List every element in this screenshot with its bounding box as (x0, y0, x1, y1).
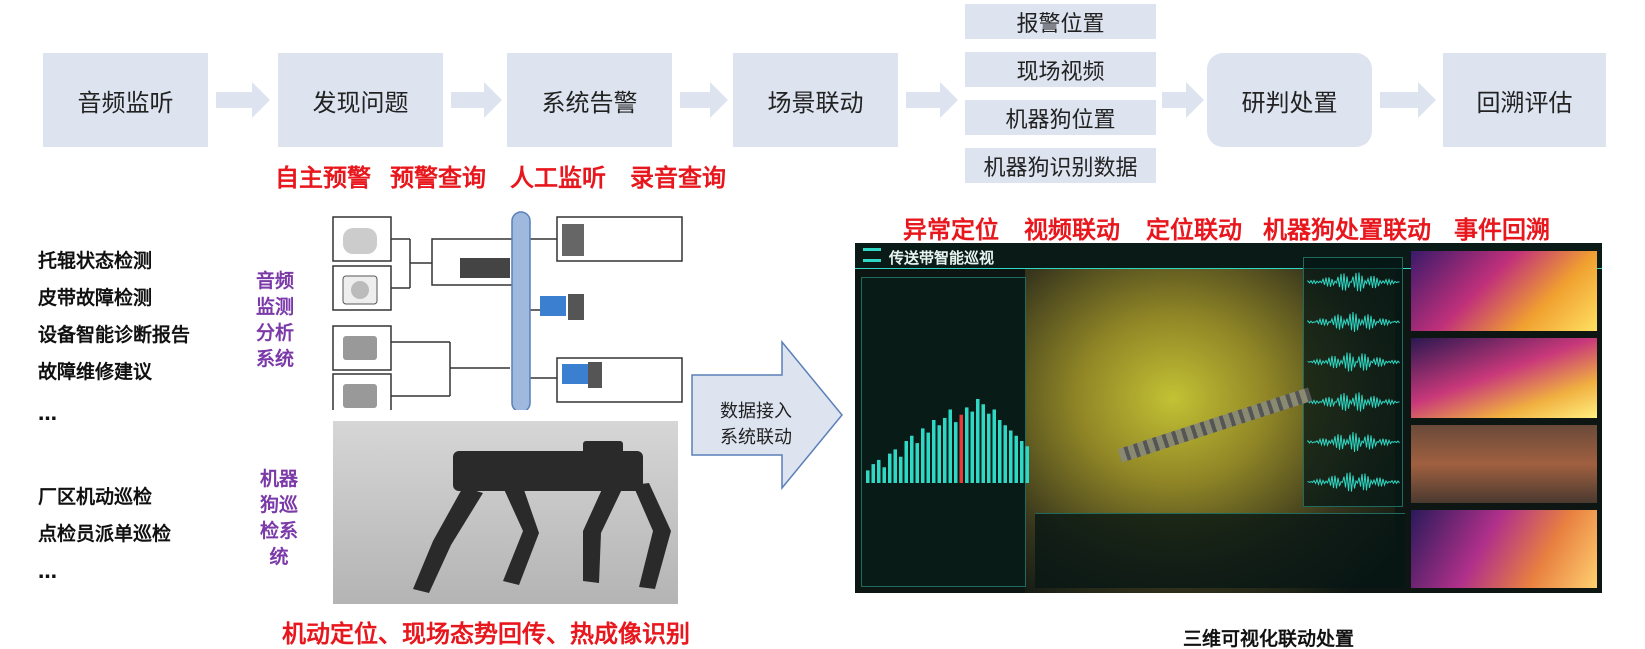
label-manual-listen: 人工监听 (510, 164, 606, 192)
label-video-link: 视频联动 (1024, 216, 1120, 244)
dashboard-bar (926, 432, 930, 483)
flow-step-scene: 场景联动 (733, 53, 898, 147)
label-anomaly-locate: 异常定位 (903, 216, 999, 244)
data-access-text-2: 系统联动 (720, 427, 792, 448)
dashboard-bar (959, 414, 963, 483)
dashboard-bar-chart (866, 399, 1029, 483)
dashboard-logo-icon (863, 248, 881, 262)
dashboard-bar (970, 411, 974, 483)
list-item: 厂区机动巡检 (38, 486, 153, 508)
dashboard-bar (981, 404, 985, 483)
dashboard-bar (1009, 430, 1013, 483)
flow-step-review: 回溯评估 (1443, 53, 1606, 147)
dashboard-waveform (1307, 352, 1400, 372)
dashboard-waveform (1307, 432, 1400, 452)
flow-step-judge: 研判处置 (1207, 53, 1372, 147)
dashboard-bar (932, 420, 936, 483)
scene-item-live-video: 现场视频 (965, 52, 1156, 87)
flow-step-discover: 发现问题 (278, 53, 443, 147)
list-item: 点检员派单巡检 (38, 523, 172, 545)
dashboard-bar (882, 467, 886, 483)
dashboard-bottom-table (1035, 513, 1405, 588)
dashboard-bar (871, 464, 875, 483)
dashboard-bar (987, 413, 991, 483)
dashboard-waveform (1307, 392, 1400, 412)
dashboard-camera-3 (1411, 425, 1597, 503)
list-item: 托辊状态检测 (38, 250, 153, 272)
list-item: 故障维修建议 (38, 361, 153, 383)
dashboard-bar (910, 435, 914, 483)
dashboard-thermal-2 (1411, 338, 1597, 418)
robot-dog-icon (413, 441, 671, 593)
scene-item-dog-recognition: 机器狗识别数据 (965, 148, 1156, 183)
dashboard-bar (976, 399, 980, 483)
label-position-link: 定位联动 (1146, 216, 1242, 244)
network-diagram (332, 211, 683, 410)
dashboard-waveforms (1307, 272, 1400, 492)
label-auto-warning: 自主预警 (275, 164, 371, 192)
dashboard-bar (1020, 441, 1024, 483)
dashboard-bar (937, 425, 941, 483)
dashboard-thermal-4 (1411, 510, 1597, 588)
system-label-robot: 机器 狗巡 检系 统 (259, 468, 298, 568)
dashboard-bar (877, 459, 881, 483)
list-item: 皮带故障检测 (38, 287, 153, 309)
dashboard-bar (888, 453, 892, 483)
data-access-text-1: 数据接入 (720, 401, 792, 422)
dashboard-bar (904, 441, 908, 483)
dashboard-waveform (1307, 311, 1400, 333)
label-dog-handle-link: 机器狗处置联动 (1263, 216, 1431, 244)
flow-arrows (216, 82, 1436, 118)
dashboard-bar (965, 407, 969, 483)
dashboard-bar (998, 420, 1002, 483)
label-warning-query: 预警查询 (390, 164, 486, 192)
label-event-trace: 事件回溯 (1454, 216, 1550, 244)
label-bottom-capabilities: 机动定位、现场态势回传、热成像识别 (282, 620, 690, 648)
dashboard-bar (915, 443, 919, 483)
dashboard-bar (921, 428, 925, 483)
system-label-audio: 音频 监测 分析 系统 (255, 270, 294, 370)
dashboard-waveform (1307, 272, 1400, 292)
scene-item-alarm-location: 报警位置 (965, 4, 1156, 39)
dashboard-bar (992, 409, 996, 483)
label-recording-query: 录音查询 (630, 164, 726, 192)
dashboard-bar (899, 456, 903, 483)
data-access-arrow (691, 340, 843, 490)
dashboard-bar (1003, 425, 1007, 483)
dashboard-bar (1014, 435, 1018, 483)
dashboard-bar (943, 417, 947, 483)
dashboard-thermal-1 (1411, 251, 1597, 331)
dashboard-bar (948, 409, 952, 483)
dashboard-bar (1025, 446, 1029, 483)
dashboard-title: 传送带智能巡视 (889, 249, 995, 267)
flow-step-audio: 音频监听 (43, 53, 208, 147)
flow-step-alarm: 系统告警 (507, 53, 672, 147)
robot-dog-image (333, 421, 678, 604)
dashboard-bar (954, 422, 958, 483)
list-item: … (38, 561, 57, 583)
dashboard-bar (893, 449, 897, 483)
scene-item-dog-location: 机器狗位置 (965, 100, 1156, 135)
dashboard-right-panel (1303, 257, 1403, 507)
list-item: … (38, 403, 57, 425)
list-item: 设备智能诊断报告 (38, 324, 191, 346)
dashboard-caption: 三维可视化联动处置 (1183, 628, 1355, 649)
dashboard-bar (866, 470, 870, 483)
dashboard-screenshot: 传送带智能巡视 (855, 243, 1602, 593)
dashboard-waveform (1307, 472, 1400, 492)
